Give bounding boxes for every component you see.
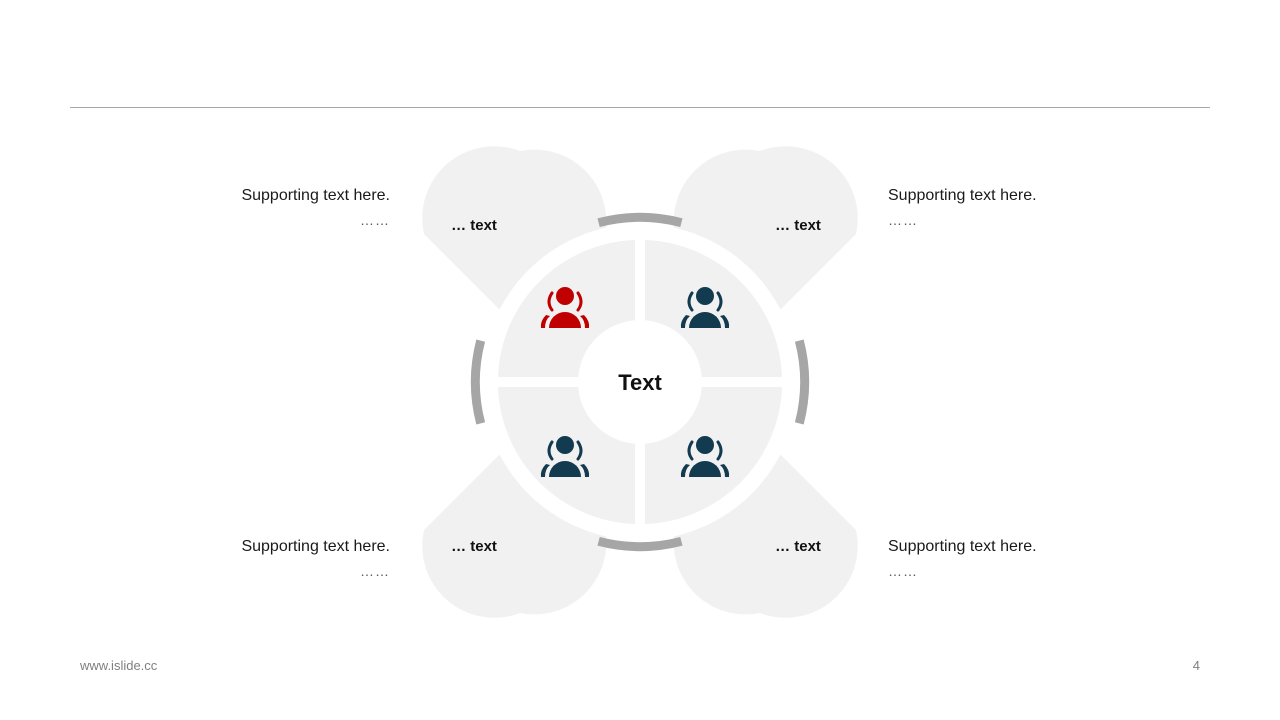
ellipsis-placeholder: …… xyxy=(888,563,918,579)
petal-label-top-right: … text xyxy=(775,217,821,234)
petal-label-top-left: … text xyxy=(451,217,497,234)
supporting-text: Supporting text here. xyxy=(241,187,390,204)
user-group-icon xyxy=(540,436,590,477)
petal-top-right xyxy=(673,146,858,330)
supporting-text-top-left: Supporting text here. …… xyxy=(170,186,390,230)
footer-url: www.islide.cc xyxy=(80,658,158,673)
ellipsis-placeholder: …… xyxy=(888,212,918,228)
supporting-text-bottom-right: Supporting text here. …… xyxy=(888,537,1108,581)
ellipsis-placeholder: …… xyxy=(360,212,390,228)
ring-arc-bottom xyxy=(597,536,683,552)
ring-arc-top xyxy=(597,212,683,228)
user-group-icon xyxy=(540,287,590,328)
ellipsis-placeholder: …… xyxy=(360,563,390,579)
center-hub xyxy=(578,320,702,444)
petal-top-left xyxy=(422,146,607,330)
petal-bottom-left xyxy=(422,434,607,618)
petal-label-bottom-left: … text xyxy=(451,538,497,555)
supporting-text-top-right: Supporting text here. …… xyxy=(888,186,1108,230)
ring-arc-left xyxy=(470,339,486,425)
petal-bottom-right xyxy=(673,434,858,618)
user-group-icon xyxy=(680,436,730,477)
supporting-text: Supporting text here. xyxy=(888,187,1037,204)
supporting-text: Supporting text here. xyxy=(241,538,390,555)
center-label: Text xyxy=(618,370,662,395)
supporting-text: Supporting text here. xyxy=(888,538,1037,555)
ring-arc-right xyxy=(794,339,810,425)
user-group-icon xyxy=(680,287,730,328)
page-number: 4 xyxy=(1192,658,1200,673)
petal-label-bottom-right: … text xyxy=(775,538,821,555)
supporting-text-bottom-left: Supporting text here. …… xyxy=(170,537,390,581)
header-divider xyxy=(70,107,1210,108)
